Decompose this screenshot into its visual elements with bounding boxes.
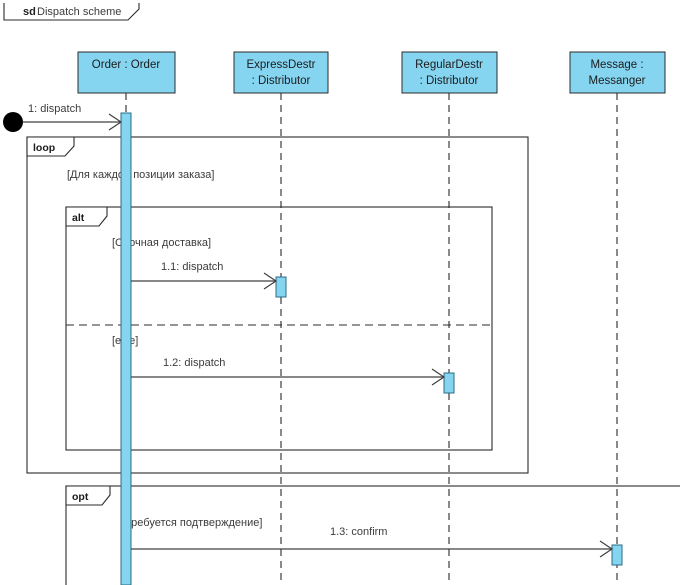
lifeline-express-box[interactable] <box>233 51 329 94</box>
fragment-alt-tab <box>65 206 108 227</box>
lifeline-express-label-line1: ExpressDestr <box>246 59 315 71</box>
lifeline-order[interactable]: Order : Order <box>77 51 176 585</box>
lifeline-regular-box[interactable] <box>401 51 498 94</box>
fragment-loop-tab <box>26 136 75 157</box>
lifeline-regular-label-line2: : Distributor <box>420 75 479 87</box>
fragment-opt-keyword: opt <box>72 491 89 503</box>
message-1-3-arrowhead <box>599 540 614 558</box>
frame-title-label: Dispatch scheme <box>37 6 121 18</box>
fragment-alt[interactable]: alt [Срочная доставка] [else] <box>65 206 493 451</box>
message-1-3-confirm[interactable]: 1.3: confirm <box>131 526 614 558</box>
message-1-1-arrowhead <box>263 272 278 290</box>
frame-keyword-label: sd <box>23 6 36 18</box>
fragment-loop[interactable]: loop [Для каждой позиции заказа] <box>26 136 529 474</box>
message-1-dispatch[interactable]: 1: dispatch <box>3 103 123 132</box>
activation-bar-message[interactable] <box>611 544 623 566</box>
fragment-alt-guard: [Срочная доставка] <box>112 237 211 249</box>
diagram-frame-title: sd Dispatch scheme <box>3 3 140 21</box>
lifeline-regular-label-line1: RegularDestr <box>415 59 483 71</box>
message-1-2-dispatch[interactable]: 1.2: dispatch <box>131 357 446 386</box>
activation-bar-order[interactable] <box>120 112 132 585</box>
activation-bar-express[interactable] <box>275 276 287 298</box>
found-message-start-node[interactable] <box>3 112 23 132</box>
lifeline-message-label-line1: Message : <box>590 59 643 71</box>
fragment-opt-rect[interactable] <box>65 485 680 585</box>
lifeline-regular-distributor[interactable]: RegularDestr : Distributor <box>401 51 498 585</box>
lifeline-express-label-line2: : Distributor <box>252 75 311 87</box>
message-1-arrowhead <box>108 113 123 131</box>
fragment-alt-rect[interactable] <box>65 206 493 451</box>
message-1-2-arrowhead <box>431 368 446 386</box>
activation-bar-regular[interactable] <box>443 372 455 394</box>
message-1-1-dispatch[interactable]: 1.1: dispatch <box>131 261 278 290</box>
message-1-2-label: 1.2: dispatch <box>163 357 225 369</box>
frame-title-tab-outline <box>3 3 140 21</box>
lifeline-express-distributor[interactable]: ExpressDestr : Distributor <box>233 51 329 585</box>
fragment-loop-guard: [Для каждой позиции заказа] <box>67 169 214 181</box>
fragment-opt-tab <box>65 485 111 506</box>
fragment-alt-keyword: alt <box>72 212 85 224</box>
message-1-1-label: 1.1: dispatch <box>161 261 223 273</box>
lifeline-order-label-line1: Order : Order <box>92 59 161 71</box>
fragment-loop-rect[interactable] <box>26 136 529 474</box>
lifeline-message-messanger[interactable]: Message : Messanger <box>569 51 666 585</box>
message-1-3-label: 1.3: confirm <box>330 526 387 538</box>
fragment-opt[interactable]: opt [Требуется подтверждение] <box>65 485 680 585</box>
fragment-opt-guard: [Требуется подтверждение] <box>122 517 262 529</box>
lifeline-message-label-line2: Messanger <box>589 75 646 87</box>
message-1-label: 1: dispatch <box>28 103 81 115</box>
fragment-loop-keyword: loop <box>33 142 55 154</box>
